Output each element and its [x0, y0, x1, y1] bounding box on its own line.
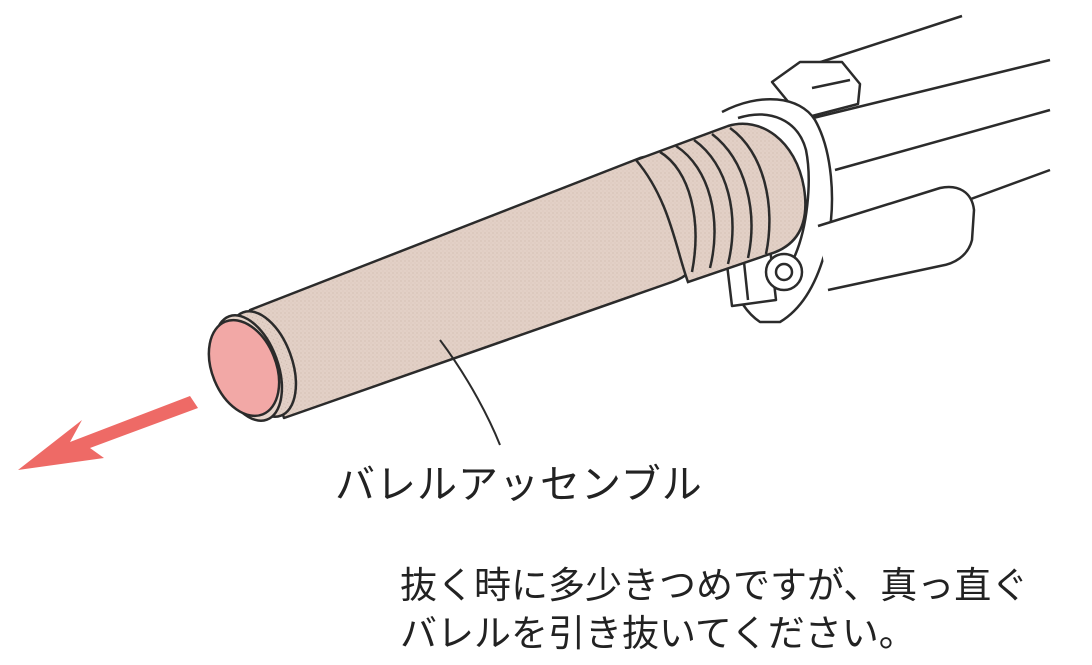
instruction-line-1: 抜く時に多少きつめですが、真っ直ぐ [400, 564, 1029, 607]
barrel-muzzle-cap [207, 318, 281, 418]
pull-direction-arrow-icon [18, 396, 198, 470]
instruction-text: 抜く時に多少きつめですが、真っ直ぐ バレルを引き抜いてください。 [400, 562, 1028, 658]
barrel-collar [633, 122, 807, 284]
instruction-line-2: バレルを引き抜いてください。 [400, 612, 916, 655]
part-label: バレルアッセンブル [335, 462, 703, 508]
label-leader-line [439, 339, 501, 446]
